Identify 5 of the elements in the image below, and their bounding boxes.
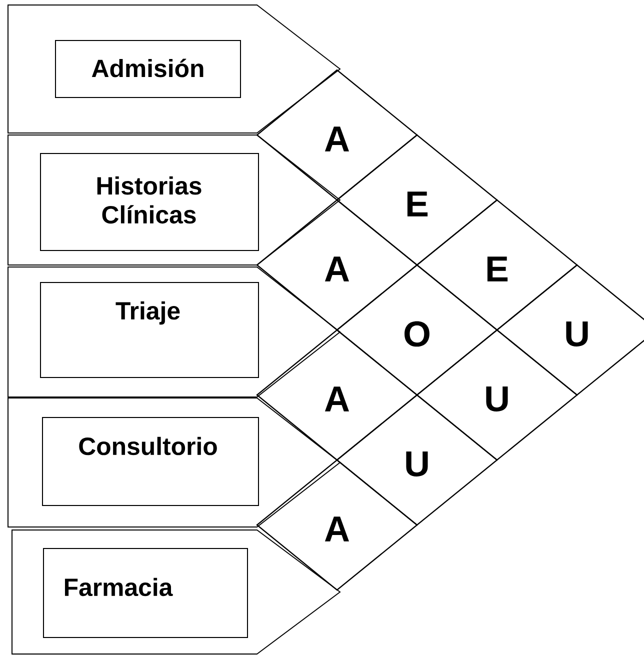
label-box: Consultorio: [42, 417, 259, 506]
label-box: Historias Clínicas: [40, 153, 259, 251]
label-box: Farmacia: [43, 548, 248, 638]
label-box: Triaje: [40, 282, 259, 378]
label-box: Admisión: [55, 40, 241, 98]
